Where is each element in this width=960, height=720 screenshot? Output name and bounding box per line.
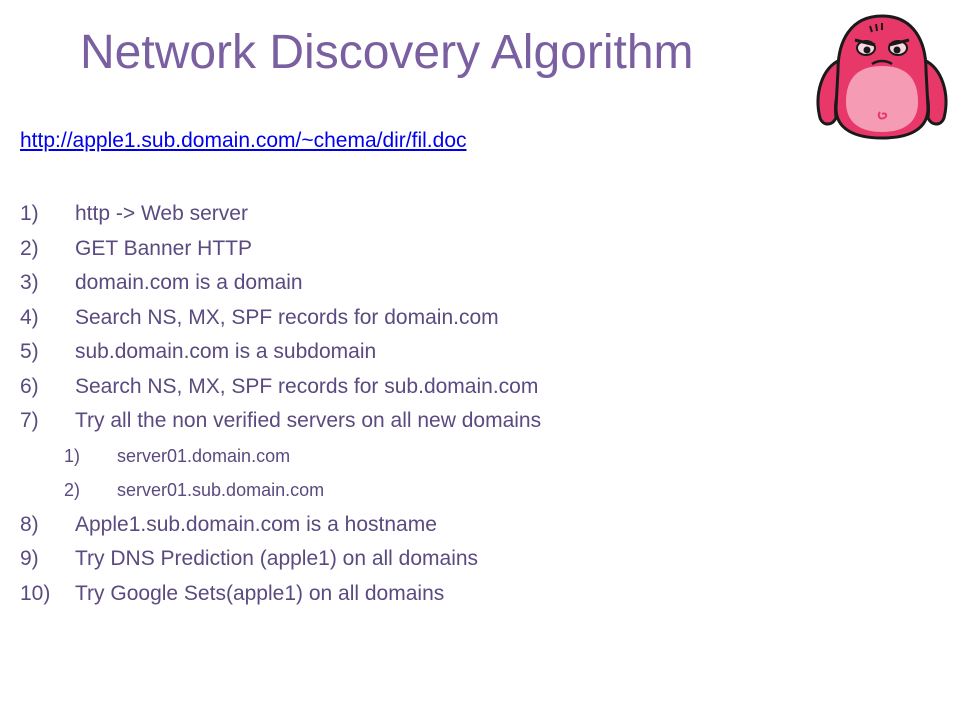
step-number: 7): [20, 409, 39, 432]
step-number: 8): [20, 512, 39, 536]
step-number: 6): [20, 374, 39, 398]
substep-7-2: 2) server01.sub.domain.com: [0, 473, 820, 508]
step-number: 4): [20, 305, 39, 329]
step-4: 4) Search NS, MX, SPF records for domain…: [0, 301, 820, 336]
substep-text: server01.domain.com: [117, 445, 291, 466]
step-10: 10) Try Google Sets(apple1) on all domai…: [0, 577, 820, 612]
step-number: 10): [20, 581, 51, 605]
substep-text: server01.sub.domain.com: [117, 480, 325, 500]
step-text: Search NS, MX, SPF records for domain.co…: [75, 305, 499, 329]
step-7: 7) Try all the non verified servers on a…: [0, 404, 820, 439]
step-6: 6) Search NS, MX, SPF records for sub.do…: [0, 370, 820, 405]
step-number: 2): [20, 236, 39, 260]
step-5: 5) sub.domain.com is a subdomain: [0, 335, 820, 370]
step-1: 1) http -> Web server: [0, 197, 820, 232]
step-text: Apple1.sub.domain.com is a hostname: [75, 512, 437, 536]
pink-monster-mascot-icon: [816, 14, 948, 140]
step-text: http -> Web server: [75, 202, 248, 225]
example-url-link[interactable]: http://apple1.sub.domain.com/~chema/dir/…: [20, 129, 467, 152]
step-text: GET Banner HTTP: [75, 236, 253, 260]
step-text: domain.com is a domain: [75, 271, 303, 294]
step-text: Search NS, MX, SPF records for sub.domai…: [75, 374, 539, 398]
slide-title: Network Discovery Algorithm: [80, 26, 694, 79]
step-number: 3): [20, 271, 39, 294]
step-9: 9) Try DNS Prediction (apple1) on all do…: [0, 542, 820, 577]
step-text: Try Google Sets(apple1) on all domains: [75, 581, 445, 605]
step-number: 1): [20, 202, 39, 225]
step-2: 2) GET Banner HTTP: [0, 232, 820, 267]
step-text: sub.domain.com is a subdomain: [75, 340, 377, 363]
substep-number: 2): [64, 480, 81, 500]
step-number: 5): [20, 340, 39, 363]
step-3: 3) domain.com is a domain: [0, 266, 820, 301]
step-text: Try all the non verified servers on all …: [75, 409, 542, 432]
step-8: 8) Apple1.sub.domain.com is a hostname: [0, 508, 820, 543]
step-number: 9): [20, 547, 39, 570]
step-text: Try DNS Prediction (apple1) on all domai…: [75, 547, 479, 570]
algorithm-steps-list: 1) http -> Web server 2) GET Banner HTTP…: [0, 197, 820, 611]
substep-number: 1): [64, 445, 81, 466]
substep-7-1: 1) server01.domain.com: [0, 439, 820, 474]
